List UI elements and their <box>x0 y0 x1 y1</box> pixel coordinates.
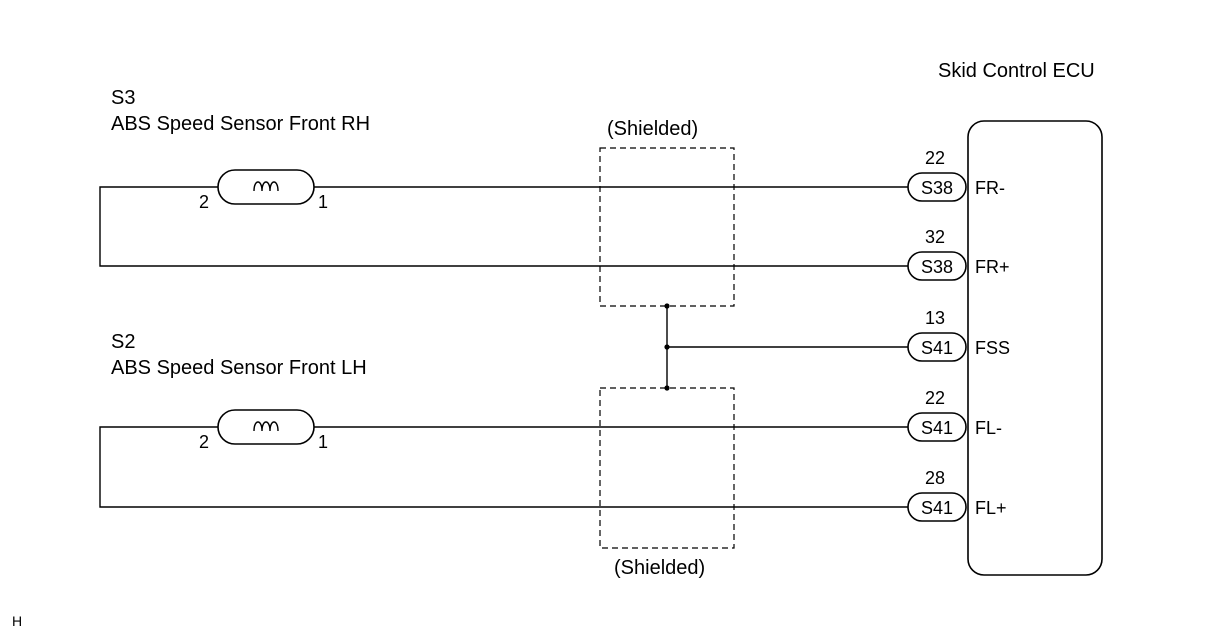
connector-fl-minus: S41 22 FL- <box>907 388 1002 442</box>
sensor-lh-pin-left: 2 <box>199 432 209 452</box>
sensor-lh-name: ABS Speed Sensor Front LH <box>111 357 367 379</box>
sensor-lh-code: S2 <box>111 331 135 353</box>
connector-pin: 22 <box>925 148 945 168</box>
sensor-lh-pin-right: 1 <box>318 432 328 452</box>
rh-return-wire <box>99 186 908 267</box>
ecu-box <box>967 120 1103 576</box>
connector-code: S41 <box>921 338 953 358</box>
connector-fss: S41 13 FSS <box>907 308 1010 362</box>
junction-dot-top <box>664 303 670 309</box>
sensor-rh-code: S3 <box>111 87 135 109</box>
terminal-label: FSS <box>975 338 1010 358</box>
connector-pin: 28 <box>925 468 945 488</box>
terminal-label: FR- <box>975 178 1005 198</box>
sensor-lh-body <box>217 409 315 445</box>
connector-fl-plus: S41 28 FL+ <box>907 468 1007 522</box>
coil-icon <box>253 181 279 192</box>
connector-code: S38 <box>921 178 953 198</box>
connector-body <box>907 412 967 442</box>
connector-pin: 22 <box>925 388 945 408</box>
lh-return-wire <box>99 426 908 508</box>
coil-icon <box>253 421 279 432</box>
junction-dot-bottom <box>664 385 670 391</box>
connector-pin: 13 <box>925 308 945 328</box>
connector-fr-minus: S38 22 FR- <box>907 148 1005 202</box>
sensor-rh-pin-left: 2 <box>199 192 209 212</box>
shield-label-bottom: (Shielded) <box>614 557 705 579</box>
connector-fr-plus: S38 32 FR+ <box>907 227 1010 281</box>
connector-body <box>907 492 967 522</box>
connector-pin: 32 <box>925 227 945 247</box>
terminal-label: FR+ <box>975 257 1010 277</box>
terminal-label: FL+ <box>975 498 1007 518</box>
sensor-rh-body <box>217 169 315 205</box>
shield-label-top: (Shielded) <box>607 118 698 140</box>
connector-code: S38 <box>921 257 953 277</box>
corner-mark: H <box>12 613 22 629</box>
connector-code: S41 <box>921 418 953 438</box>
connector-code: S41 <box>921 498 953 518</box>
connector-body <box>907 251 967 281</box>
sensor-rh-pin-right: 1 <box>318 192 328 212</box>
junction-dot-mid <box>664 344 670 350</box>
shield-box-top <box>599 147 735 307</box>
ecu-label: Skid Control ECU <box>938 60 1095 82</box>
shield-box-bottom <box>599 387 735 549</box>
terminal-label: FL- <box>975 418 1002 438</box>
connector-body <box>907 332 967 362</box>
sensor-rh-name: ABS Speed Sensor Front RH <box>111 113 370 135</box>
connector-body <box>907 172 967 202</box>
